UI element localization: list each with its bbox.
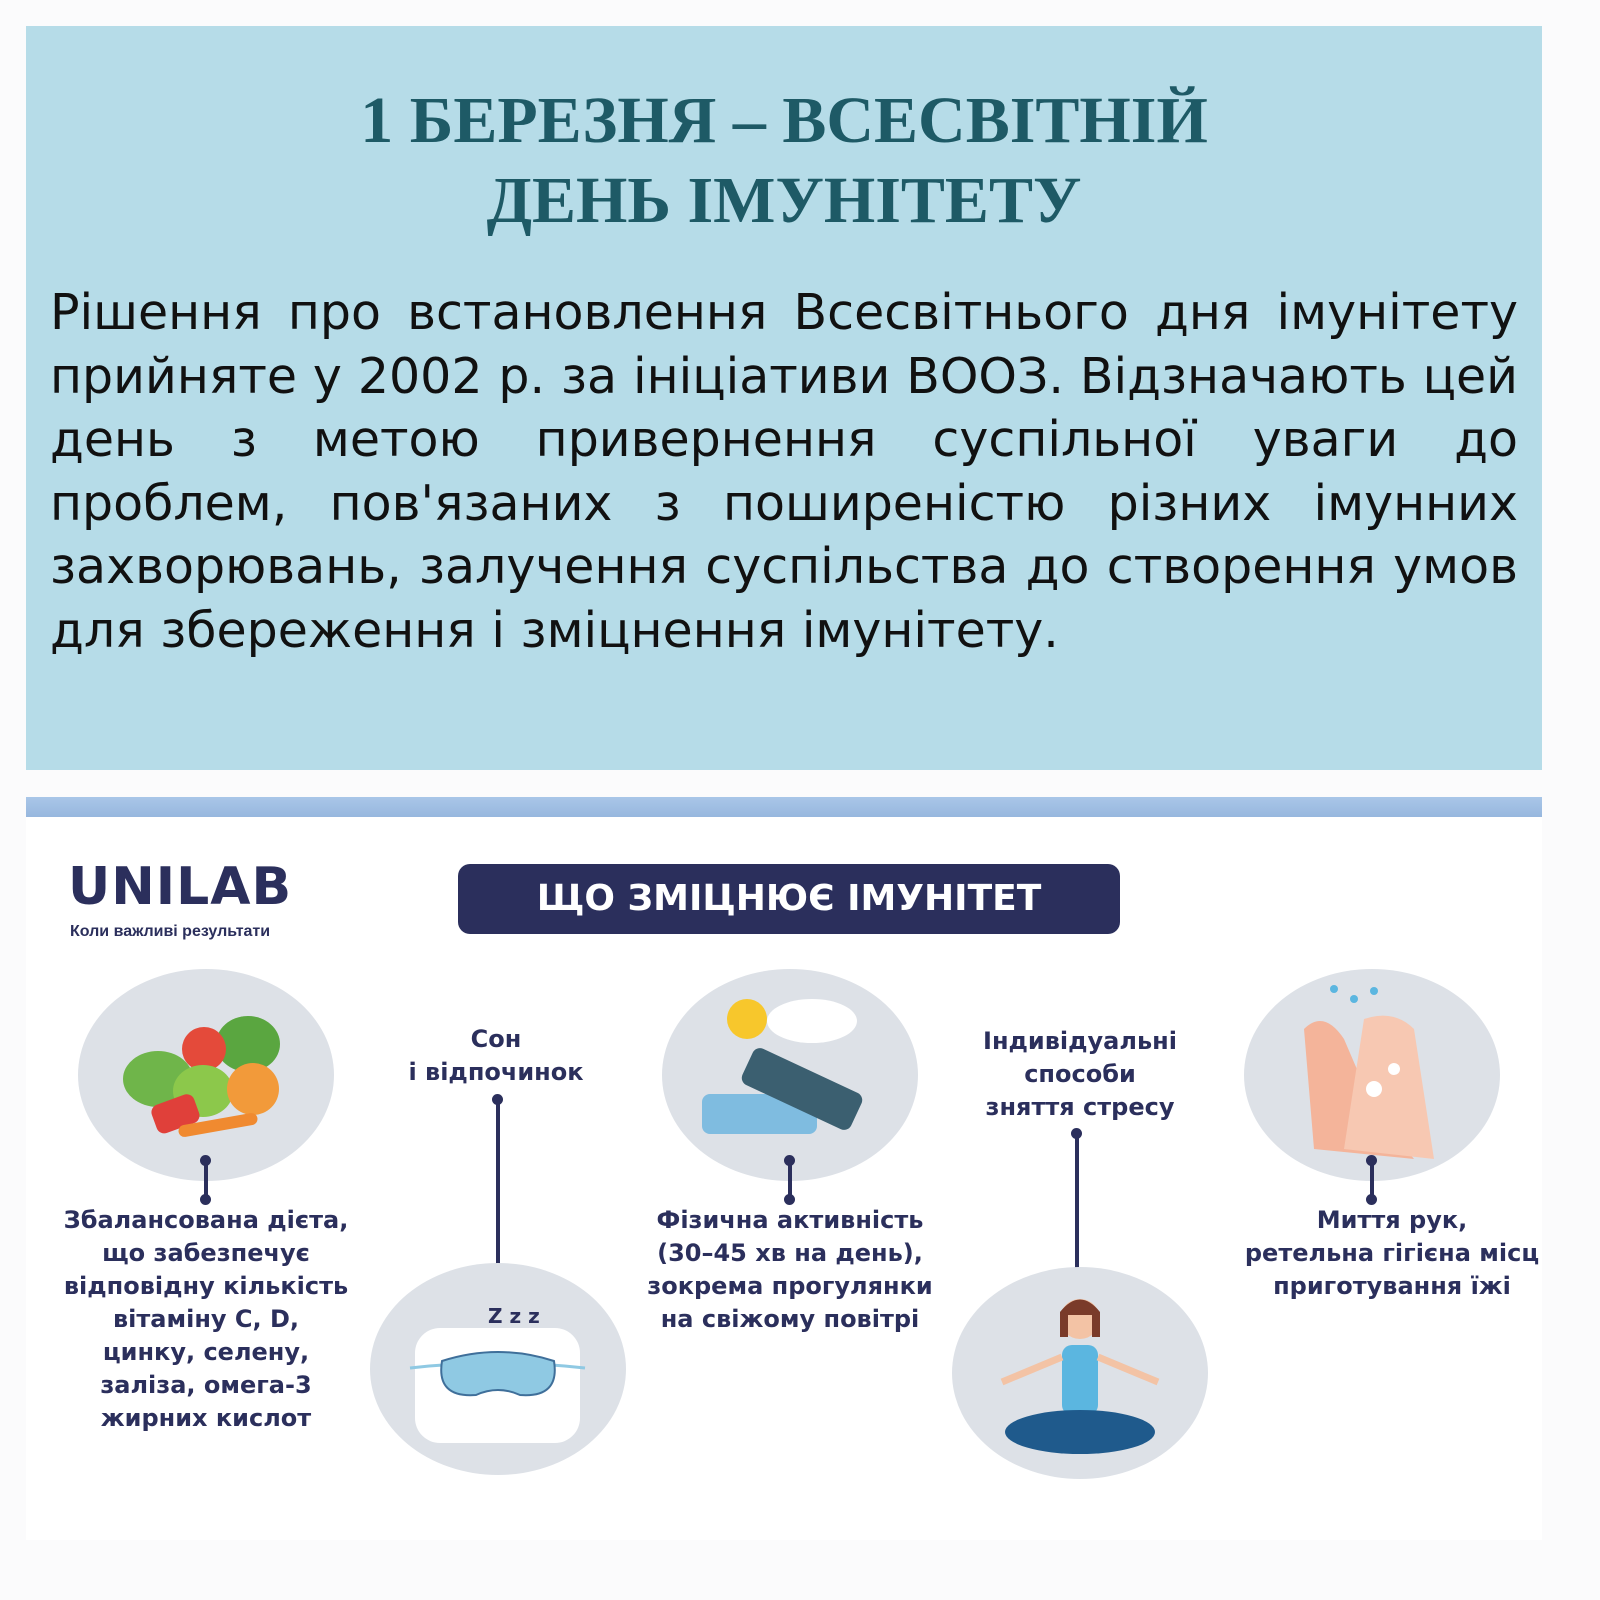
label-line: Індивідуальні	[983, 1027, 1177, 1055]
vegetables-icon	[78, 969, 334, 1181]
connector	[788, 1161, 792, 1199]
label-line: цинку, селену,	[102, 1338, 310, 1366]
label-line: (30–45 хв на день),	[657, 1239, 923, 1267]
dumbbell-icon	[662, 969, 918, 1181]
connector-dot	[1366, 1194, 1377, 1205]
infographic: UNILAB Коли важливі результати ЩО ЗМІЦНЮ…	[26, 817, 1542, 1540]
brand-logo: UNILAB	[68, 857, 293, 917]
intro-text: Рішення про встановлення Всесвітнього дн…	[50, 284, 1518, 659]
label-line: що забезпечує	[102, 1239, 310, 1267]
item-diet-label: Збалансована дієта, що забезпечує відпов…	[26, 1204, 396, 1435]
connector	[496, 1099, 500, 1281]
connector-dot	[784, 1194, 795, 1205]
meditation-icon	[952, 1267, 1208, 1479]
divider-bar	[26, 797, 1542, 817]
item-sleep-label: Сон і відпочинок	[306, 1023, 686, 1089]
label-line: зокрема прогулянки	[647, 1272, 933, 1300]
item-activity-label: Фізична активність (30–45 хв на день), з…	[600, 1204, 980, 1336]
connector-dot	[200, 1194, 211, 1205]
connector-dot	[200, 1155, 211, 1166]
label-line: відповідну кількість	[63, 1272, 349, 1300]
label-line: на свіжому повітрі	[660, 1305, 920, 1333]
label-line: жирних кислот	[100, 1404, 312, 1432]
item-hygiene-label: Миття рук, ретельна гігієна місц приготу…	[1182, 1204, 1542, 1303]
connector	[1075, 1133, 1079, 1283]
intro-panel: 1 БЕРЕЗНЯ – ВСЕСВІТНІЙ ДЕНЬ ІМУНІТЕТУ Рі…	[26, 26, 1542, 770]
label-line: ретельна гігієна місц	[1244, 1239, 1540, 1267]
brand-tagline: Коли важливі результати	[70, 923, 271, 940]
connector-dot	[1366, 1155, 1377, 1166]
item-stress-label: Індивідуальні способи зняття стресу	[890, 1025, 1270, 1124]
sleep-mask-icon: Z z z	[370, 1263, 626, 1475]
label-line: приготування їжі	[1273, 1272, 1511, 1300]
connector	[1370, 1161, 1374, 1199]
connector-dot	[784, 1155, 795, 1166]
label-line: Фізична активність	[656, 1206, 924, 1234]
connector	[204, 1161, 208, 1199]
label-line: Збалансована дієта,	[63, 1206, 349, 1234]
label-line: Сон	[470, 1025, 522, 1053]
label-line: і відпочинок	[408, 1058, 584, 1086]
label-line: заліза, омега-3	[100, 1371, 312, 1399]
label-line: Миття рук,	[1316, 1206, 1468, 1234]
label-line: вітаміну С, D,	[112, 1305, 300, 1333]
zzz-text: Z z z	[488, 1304, 540, 1328]
handwash-icon	[1244, 969, 1500, 1181]
label-line: способи	[1024, 1060, 1136, 1088]
label-line: зняття стресу	[985, 1093, 1175, 1121]
infographic-heading: ЩО ЗМІЦНЮЄ ІМУНІТЕТ	[458, 864, 1120, 934]
page-title: 1 БЕРЕЗНЯ – ВСЕСВІТНІЙ ДЕНЬ ІМУНІТЕТУ	[360, 84, 1208, 237]
